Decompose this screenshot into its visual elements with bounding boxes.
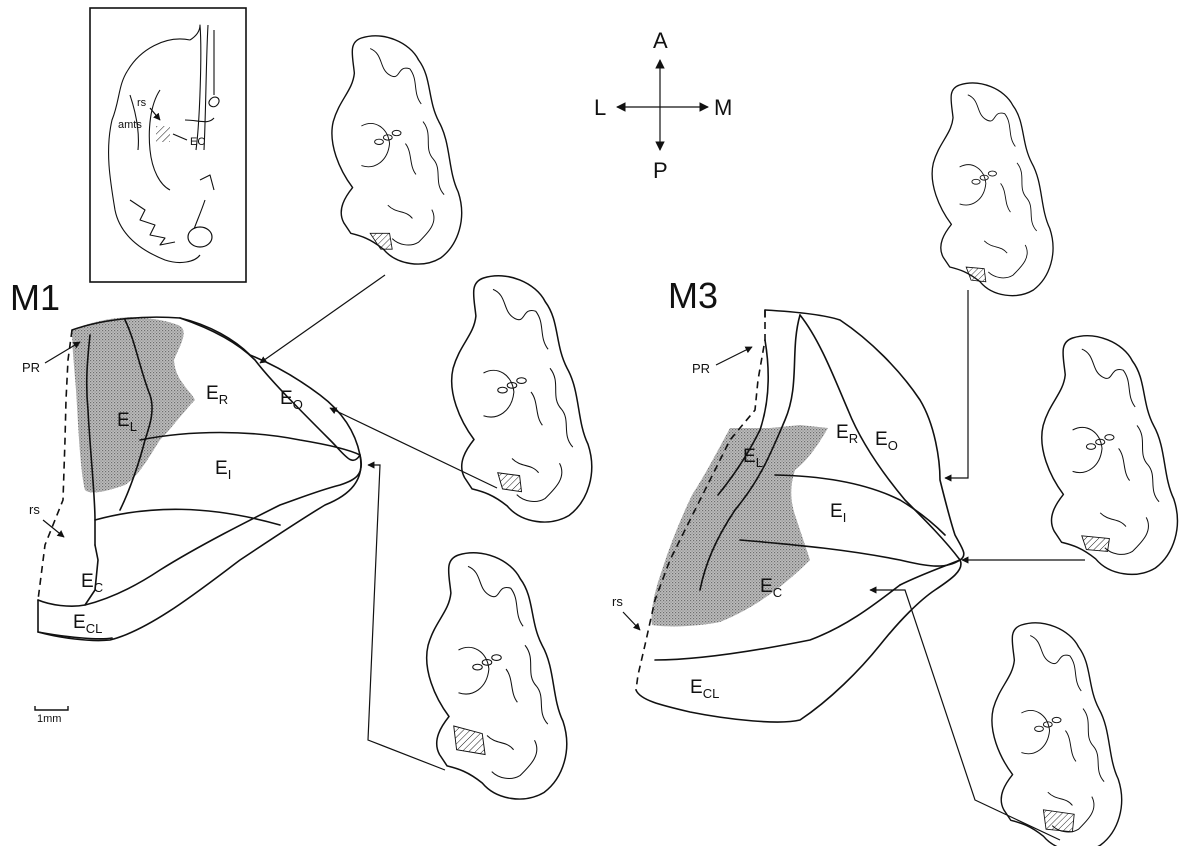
m3-pointer-3 — [870, 590, 1060, 840]
compass-anterior: A — [653, 28, 668, 53]
m1-title: M1 — [10, 277, 60, 318]
inset-ec-label: EC — [190, 136, 205, 148]
m3-unfolded-map: M3 PR rs EL ER EO EI EC ECL — [612, 275, 1085, 840]
m3-region-EO: EO — [875, 429, 898, 453]
m1-boundary-4 — [95, 509, 280, 525]
inset-ec-hatched — [156, 126, 170, 142]
svg-text:ECL: ECL — [73, 612, 102, 636]
svg-text:ECL: ECL — [690, 677, 719, 701]
m1-coronal-section-3 — [427, 553, 567, 799]
scale-bar: 1mm — [35, 706, 68, 725]
svg-text:ER: ER — [206, 383, 228, 407]
inset-amts-label: amts — [118, 119, 142, 131]
m1-region-EO: EO — [280, 388, 303, 412]
m3-region-EI: EI — [830, 501, 846, 525]
inset-panel: rs amts EC — [90, 8, 246, 282]
m1-coronal-section-1 — [332, 36, 462, 264]
m1-pointer-1 — [260, 275, 385, 363]
m1-rhinal-sulcus-dashed — [38, 330, 72, 600]
m1-region-ER: ER — [206, 383, 228, 407]
m3-labeled-area — [652, 425, 828, 626]
svg-text:EI: EI — [215, 458, 231, 482]
m3-coronal-section-1 — [932, 83, 1053, 296]
svg-text:EO: EO — [875, 429, 898, 453]
compass-medial: M — [714, 95, 732, 120]
m1-region-ECL: ECL — [73, 612, 102, 636]
m1-pointer-2 — [330, 408, 497, 488]
m1-pr-label: PR — [22, 360, 40, 375]
scale-bar-label: 1mm — [37, 713, 61, 725]
inset-rs-label: rs — [137, 97, 147, 109]
orientation-compass: A P L M — [594, 28, 732, 183]
svg-text:EO: EO — [280, 388, 303, 412]
svg-text:EI: EI — [830, 501, 846, 525]
m1-rs-label: rs — [29, 502, 40, 517]
m3-pointer-1 — [945, 290, 968, 478]
m1-region-EI: EI — [215, 458, 231, 482]
compass-lateral: L — [594, 95, 606, 120]
compass-posterior: P — [653, 158, 668, 183]
m3-pr-label: PR — [692, 361, 710, 376]
m1-region-EC: EC — [81, 571, 103, 595]
m1-coronal-section-2 — [452, 276, 592, 522]
svg-text:EC: EC — [81, 571, 103, 595]
inset-frame — [90, 8, 246, 282]
m3-rs-label: rs — [612, 594, 623, 609]
m3-region-ECL: ECL — [690, 677, 719, 701]
m3-coronal-section-3 — [992, 623, 1122, 846]
m1-pointer-3 — [368, 465, 445, 770]
m3-boundary-3 — [775, 475, 945, 535]
m3-coronal-section-2 — [1042, 336, 1178, 575]
m1-unfolded-map: M1 PR rs EL ER EO EI EC ECL — [10, 275, 497, 770]
m3-title: M3 — [668, 275, 718, 316]
